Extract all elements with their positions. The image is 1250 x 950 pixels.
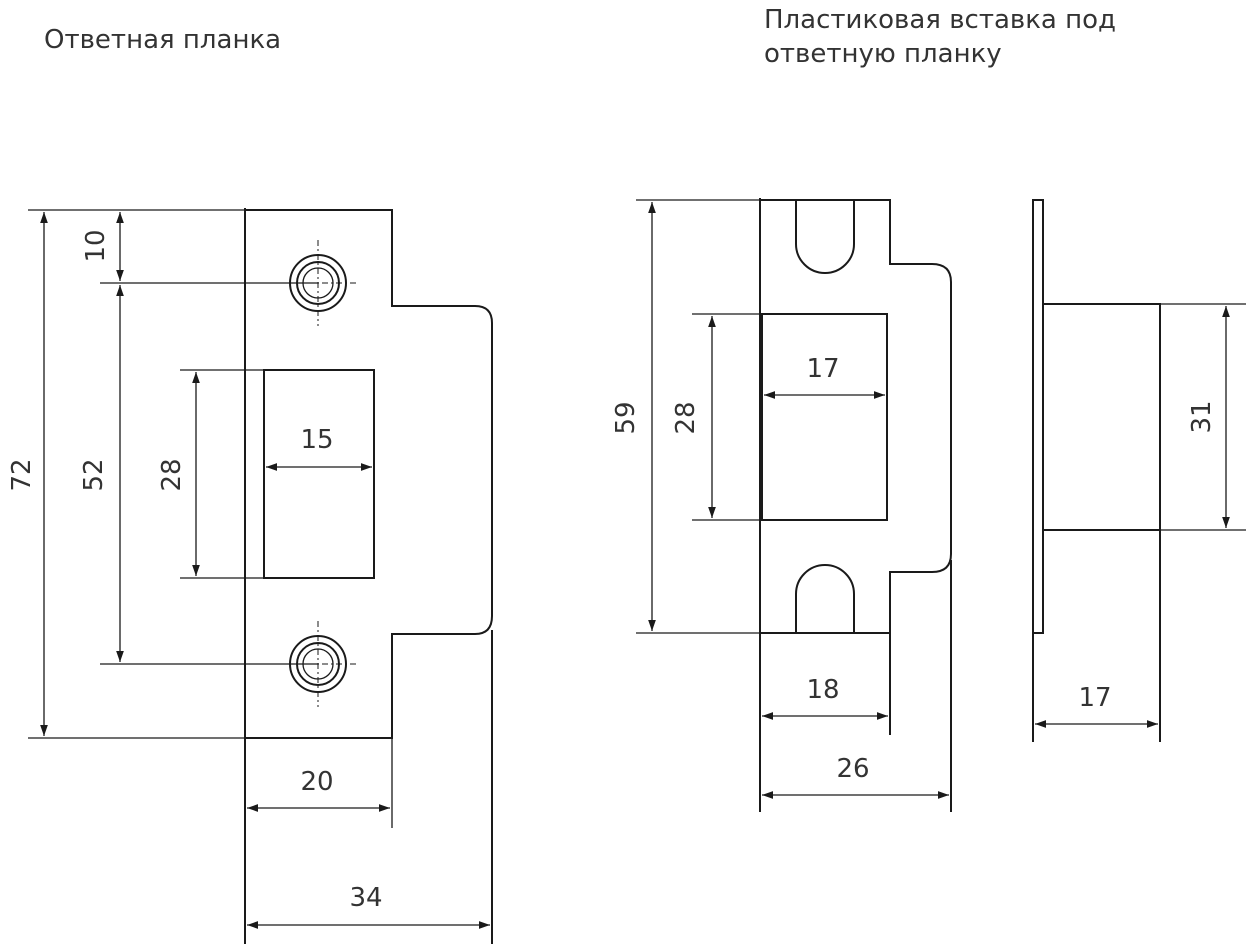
insert-slot-bottom xyxy=(795,564,855,633)
dim-label-28-plate: 28 xyxy=(157,458,187,491)
dim-label-31: 31 xyxy=(1187,400,1217,433)
dim-label-52: 52 xyxy=(79,458,109,491)
dim-label-28-insert: 28 xyxy=(671,401,701,434)
strike-plate-drawing: 72 10 52 28 15 20 34 xyxy=(7,208,493,944)
strike-plate-caption: Ответная планка xyxy=(44,25,282,55)
dim-label-10: 10 xyxy=(81,229,111,262)
insert-side-flange xyxy=(1032,199,1044,634)
insert-slot-top xyxy=(795,200,855,274)
dim-label-17-depth: 17 xyxy=(1078,683,1111,713)
insert-side-box xyxy=(1042,303,1161,531)
dim-label-20: 20 xyxy=(300,767,333,797)
insert-latch-opening xyxy=(761,313,888,521)
dim-label-59: 59 xyxy=(611,401,641,434)
strike-plate-latch-opening xyxy=(263,369,375,579)
dim-label-34: 34 xyxy=(349,883,382,913)
insert-caption-line2: ответную планку xyxy=(764,39,1002,69)
insert-outline xyxy=(760,199,952,634)
dim-label-18: 18 xyxy=(806,675,839,705)
insert-front-drawing: 59 28 17 18 26 xyxy=(611,198,952,812)
dim-label-15: 15 xyxy=(300,425,333,455)
insert-caption-line1: Пластиковая вставка под xyxy=(764,5,1117,35)
strike-plate-outline xyxy=(245,209,493,739)
dim-label-26: 26 xyxy=(836,754,869,784)
dim-label-17-opening: 17 xyxy=(806,354,839,384)
dim-label-72: 72 xyxy=(7,458,37,491)
insert-side-drawing: 31 17 xyxy=(1032,199,1246,742)
